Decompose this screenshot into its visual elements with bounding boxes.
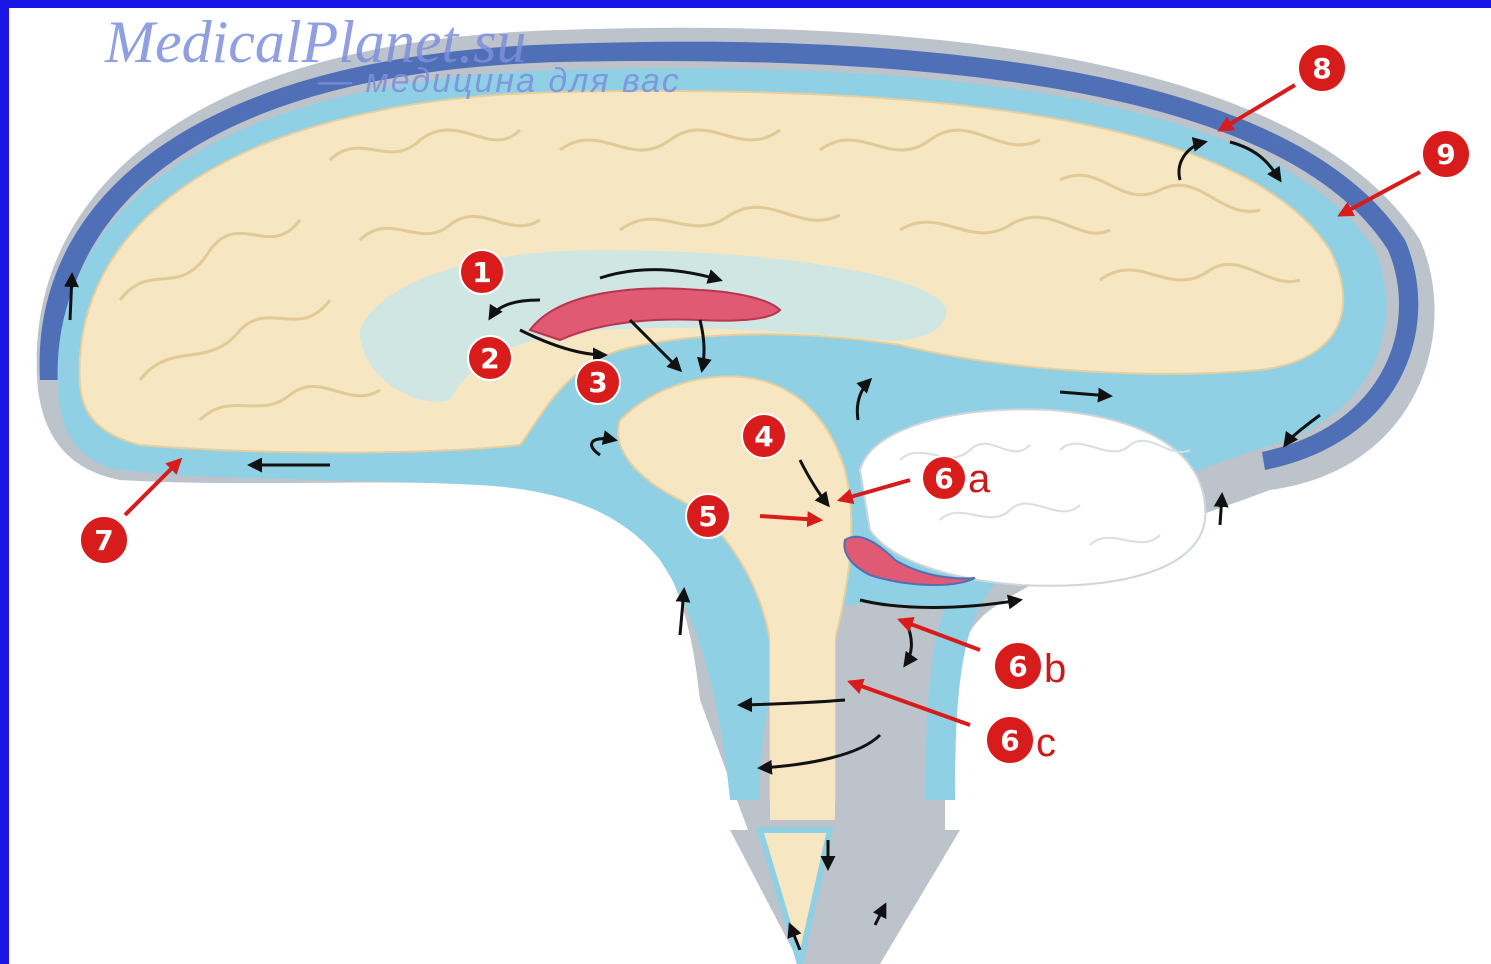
svg-text:4: 4 — [754, 420, 773, 453]
svg-text:9: 9 — [1436, 138, 1455, 171]
csf-circulation-diagram: MedicalPlanet.su — медицина для вас 1 2 … — [9, 8, 1491, 964]
svg-text:5: 5 — [698, 500, 717, 533]
label-7: 7 — [80, 516, 128, 564]
label-5: 5 — [686, 494, 730, 538]
svg-text:b: b — [1044, 647, 1066, 691]
label-2: 2 — [468, 336, 512, 380]
svg-text:6: 6 — [1000, 724, 1019, 757]
label-8: 8 — [1298, 44, 1346, 92]
label-9: 9 — [1422, 130, 1470, 178]
label-6b: 6 b — [994, 642, 1066, 691]
cerebellum — [860, 409, 1205, 585]
svg-text:1: 1 — [472, 256, 491, 289]
svg-text:2: 2 — [480, 342, 499, 375]
label-1: 1 — [460, 250, 504, 294]
label-4: 4 — [742, 414, 786, 458]
svg-text:a: a — [968, 457, 991, 501]
svg-text:6: 6 — [1008, 650, 1027, 683]
svg-text:c: c — [1036, 721, 1056, 765]
svg-text:6: 6 — [934, 462, 953, 495]
diagram-frame: MedicalPlanet.su — медицина для вас 1 2 … — [9, 8, 1491, 964]
label-3: 3 — [576, 360, 620, 404]
svg-text:8: 8 — [1312, 52, 1331, 85]
svg-text:3: 3 — [588, 366, 607, 399]
label-6c: 6 c — [986, 716, 1056, 765]
label-6a: 6 a — [922, 456, 991, 501]
watermark-subtitle: — медицина для вас — [317, 62, 681, 100]
svg-text:7: 7 — [94, 524, 113, 557]
spinal-cord — [770, 620, 835, 820]
